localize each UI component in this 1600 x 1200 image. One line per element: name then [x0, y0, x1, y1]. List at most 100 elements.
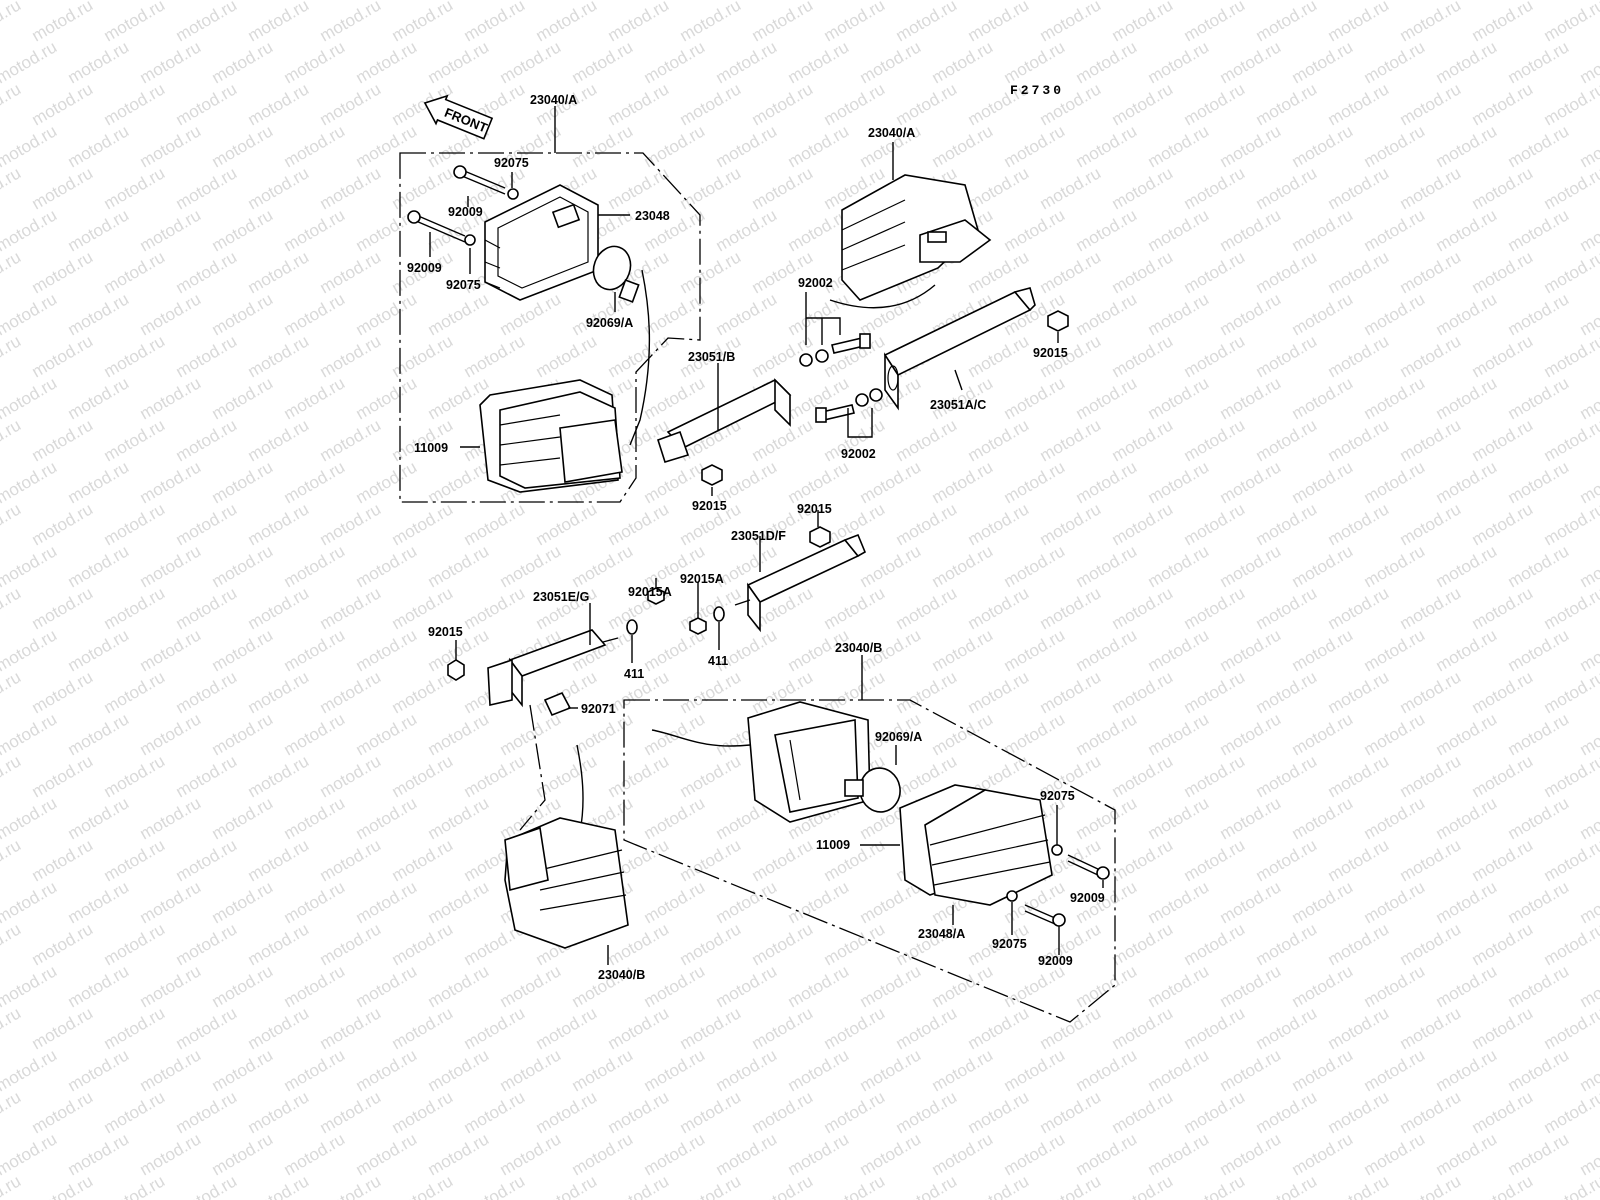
watermark-text: motod.ru — [1397, 415, 1465, 465]
watermark-text: motod.ru — [1073, 37, 1141, 87]
watermark-text: motod.ru — [1361, 541, 1429, 591]
label-23051df: 23051D/F — [731, 529, 786, 543]
watermark-text: motod.ru — [1541, 499, 1600, 549]
watermark-text: motod.ru — [641, 37, 709, 87]
watermark-text: motod.ru — [1289, 373, 1357, 423]
watermark-text: motod.ru — [1325, 163, 1393, 213]
screw-92009-a — [453, 165, 506, 195]
watermark-text: motod.ru — [605, 331, 673, 381]
watermark-text: motod.ru — [1037, 583, 1105, 633]
watermark-text: motod.ru — [173, 667, 241, 717]
watermark-text: motod.ru — [1433, 1129, 1501, 1179]
watermark-text: motod.ru — [245, 751, 313, 801]
watermark-text: motod.ru — [1109, 79, 1177, 129]
watermark-text: motod.ru — [173, 415, 241, 465]
watermark-text: motod.ru — [1289, 541, 1357, 591]
watermark-text: motod.ru — [281, 373, 349, 423]
watermark-text: motod.ru — [317, 0, 385, 45]
watermark-text: motod.ru — [1037, 1087, 1105, 1137]
watermark-text: motod.ru — [1469, 583, 1537, 633]
watermark-text: motod.ru — [1001, 541, 1069, 591]
watermark-text: motod.ru — [713, 877, 781, 927]
watermark-text: motod.ru — [353, 1129, 421, 1179]
watermark-text: motod.ru — [461, 1003, 529, 1053]
watermark-text: motod.ru — [65, 625, 133, 675]
watermark-text: motod.ru — [965, 0, 1033, 45]
wire-top-right — [829, 284, 936, 309]
watermark-text: motod.ru — [29, 0, 97, 45]
watermark-text: motod.ru — [677, 751, 745, 801]
watermark-text: motod.ru — [317, 331, 385, 381]
watermark-text: motod.ru — [1541, 583, 1600, 633]
watermark-text: motod.ru — [965, 499, 1033, 549]
watermark-text: motod.ru — [1001, 961, 1069, 1011]
watermark-text: motod.ru — [1181, 0, 1249, 45]
label-92015-b: 92015 — [1033, 346, 1068, 360]
watermark-text: motod.ru — [1109, 835, 1177, 885]
watermark-text: motod.ru — [0, 37, 60, 87]
watermark-text: motod.ru — [65, 961, 133, 1011]
watermark-text: motod.ru — [173, 835, 241, 885]
watermark-text: motod.ru — [785, 289, 853, 339]
watermark-text: motod.ru — [0, 625, 60, 675]
watermark-text: motod.ru — [893, 0, 961, 45]
watermark-text: motod.ru — [1001, 457, 1069, 507]
watermark-text: motod.ru — [1397, 583, 1465, 633]
watermark-text: motod.ru — [533, 1003, 601, 1053]
watermark-text: motod.ru — [713, 205, 781, 255]
washers-92002-b — [855, 388, 883, 407]
watermark-text: motod.ru — [425, 1129, 493, 1179]
watermark-text: motod.ru — [1253, 163, 1321, 213]
leader-lines — [429, 106, 1104, 965]
watermark-text: motod.ru — [785, 1045, 853, 1095]
watermark-text: motod.ru — [65, 457, 133, 507]
watermark-text: motod.ru — [677, 835, 745, 885]
label-11009-a: 11009 — [414, 441, 448, 455]
watermark-text: motod.ru — [353, 625, 421, 675]
watermark-text: motod.ru — [1109, 0, 1177, 45]
watermark-text: motod.ru — [1541, 247, 1600, 297]
front-arrow: FRONT — [423, 94, 494, 140]
watermark-text: motod.ru — [425, 877, 493, 927]
watermark-text: motod.ru — [281, 625, 349, 675]
watermark-text: motod.ru — [1325, 751, 1393, 801]
watermark-text: motod.ru — [893, 583, 961, 633]
watermark-text: motod.ru — [893, 1171, 961, 1200]
watermark-text: motod.ru — [929, 961, 997, 1011]
watermark-text: motod.ru — [317, 1087, 385, 1137]
watermark-text: motod.ru — [173, 499, 241, 549]
watermark-text: motod.ru — [389, 163, 457, 213]
watermark-text: motod.ru — [1397, 667, 1465, 717]
watermark-text: motod.ru — [137, 877, 205, 927]
watermark-text: motod.ru — [0, 1045, 60, 1095]
watermark-text: motod.ru — [245, 79, 313, 129]
watermark-text: motod.ru — [1073, 961, 1141, 1011]
watermark-text: motod.ru — [569, 37, 637, 87]
watermark-text: motod.ru — [1541, 1171, 1600, 1200]
watermark-text: motod.ru — [533, 1171, 601, 1200]
watermark-text: motod.ru — [425, 1045, 493, 1095]
watermark-text: motod.ru — [389, 331, 457, 381]
watermark-text: motod.ru — [929, 709, 997, 759]
watermark-text: motod.ru — [1361, 289, 1429, 339]
watermark-text: motod.ru — [1253, 835, 1321, 885]
watermark-text: motod.ru — [101, 583, 169, 633]
watermark-text: motod.ru — [173, 331, 241, 381]
watermark-text: motod.ru — [173, 1087, 241, 1137]
watermark-text: motod.ru — [1325, 415, 1393, 465]
watermark-text: motod.ru — [1289, 793, 1357, 843]
watermark-text: motod.ru — [245, 1087, 313, 1137]
watermark-text: motod.ru — [1433, 37, 1501, 87]
watermark-text: motod.ru — [353, 541, 421, 591]
label-411-a: 411 — [624, 667, 644, 681]
watermark-text: motod.ru — [1217, 625, 1285, 675]
watermark-text: motod.ru — [281, 541, 349, 591]
label-92015-d: 92015 — [428, 625, 463, 639]
watermark-text: motod.ru — [893, 667, 961, 717]
watermark-text: motod.ru — [209, 373, 277, 423]
watermark-text: motod.ru — [1433, 457, 1501, 507]
watermark-text: motod.ru — [1469, 331, 1537, 381]
watermark-text: motod.ru — [1253, 1171, 1321, 1200]
watermark-text: motod.ru — [1037, 1171, 1105, 1200]
watermark-text: motod.ru — [1109, 583, 1177, 633]
